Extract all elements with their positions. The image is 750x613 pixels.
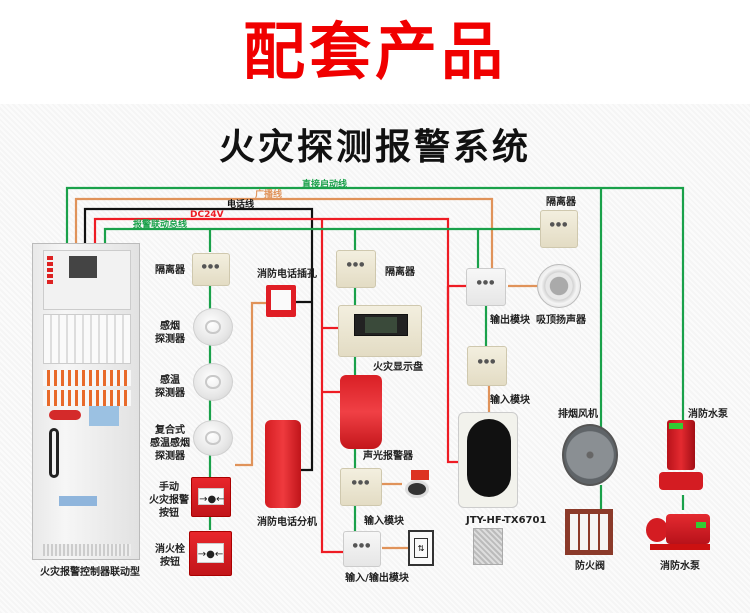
fire-pump-horizontal: [646, 510, 712, 552]
label-alarm-bus-wire: 报警联动总线: [133, 220, 188, 230]
wire-phone-jack: [235, 301, 268, 467]
fire-pump-vertical: [659, 420, 703, 496]
label-dc24v-wire: DC24V: [190, 210, 224, 220]
isolator-3-label: 隔离器: [546, 197, 576, 208]
beam-reflector: [473, 528, 503, 565]
io-module: ●●●: [343, 531, 381, 567]
page-title: 配套产品: [242, 15, 507, 88]
label-telephone-wire: 电话线: [227, 200, 255, 210]
heat-detector-label: 感温 探测器: [155, 375, 185, 399]
wire-dc24v: [93, 217, 450, 320]
isolator-2-label: 隔离器: [385, 267, 415, 278]
fire-damper: [565, 509, 613, 555]
label-broadcast-wire: 广播线: [255, 190, 283, 200]
ceiling-speaker: [537, 264, 581, 308]
smoke-detector: [193, 308, 233, 346]
elevator-icon: ⇅: [408, 530, 434, 566]
wire-telephone: [83, 207, 314, 472]
smoke-detector-label: 感烟 探测器: [155, 321, 185, 345]
manual-alarm-face: →●←: [198, 487, 225, 506]
wire-dc24v-branch: [320, 219, 345, 554]
hydrant-face: →●←: [196, 543, 225, 563]
display-panel-label: 火灾显示盘: [373, 362, 423, 373]
signal-valve: [403, 470, 433, 500]
input-module-1: ●●●: [340, 468, 382, 506]
smoke-fan-label: 排烟风机: [558, 409, 598, 420]
fire-damper-label: 防火阀: [575, 561, 605, 572]
wire-alarm-bus: [103, 227, 540, 248]
phone-extension-label: 消防电话分机: [257, 517, 317, 528]
isolator-1: ●●●: [192, 253, 230, 286]
controller-label: 火灾报警控制器联动型: [40, 567, 140, 578]
fire-pump-2-label: 消防水泵: [660, 561, 700, 572]
hydrant-button: →●←: [189, 531, 232, 576]
beam-detector-label: JTY-HF-TX6701: [466, 515, 547, 526]
output-module: ●●●: [466, 268, 506, 306]
wire-broadcast: [74, 197, 494, 268]
manual-alarm-label: 手动 火灾报警 按钮: [149, 482, 189, 519]
input-module-2-label: 输入模块: [490, 395, 530, 406]
fire-alarm-controller: [32, 243, 140, 560]
input-module-2: ●●●: [467, 346, 507, 386]
manual-alarm-button: →●←: [191, 477, 231, 517]
ceiling-speaker-label: 吸顶扬声器: [536, 315, 586, 326]
heat-detector: [193, 363, 233, 401]
label-direct-start-wire: 直接启动线: [302, 180, 348, 190]
wire-dc24v-beam: [446, 286, 458, 464]
phone-jack-label: 消防电话插孔: [257, 269, 317, 280]
input-module-1-label: 输入模块: [364, 516, 404, 527]
io-module-label: 输入/输出模块: [345, 573, 409, 584]
isolator-2: ●●●: [336, 250, 376, 288]
sound-light-alarm: [340, 375, 382, 449]
wire-direct-start: [65, 186, 685, 420]
sound-light-alarm-label: 声光报警器: [363, 451, 413, 462]
phone-extension: [265, 420, 301, 508]
beam-smoke-detector: [458, 412, 518, 508]
combo-detector: [193, 420, 233, 456]
smoke-exhaust-fan: [562, 424, 618, 486]
fire-display-panel: [338, 305, 422, 357]
combo-detector-label: 复合式 感温感烟 探测器: [150, 425, 190, 462]
output-module-label: 输出模块: [490, 315, 530, 326]
phone-jack: [266, 285, 296, 317]
hydrant-button-label: 消火栓 按钮: [155, 544, 185, 568]
header: 配套产品: [0, 0, 750, 104]
isolator-3: ●●●: [540, 210, 578, 248]
fire-pump-1-label: 消防水泵: [688, 409, 728, 420]
diagram-title: 火灾探测报警系统: [218, 127, 531, 168]
isolator-1-label: 隔离器: [155, 265, 185, 276]
